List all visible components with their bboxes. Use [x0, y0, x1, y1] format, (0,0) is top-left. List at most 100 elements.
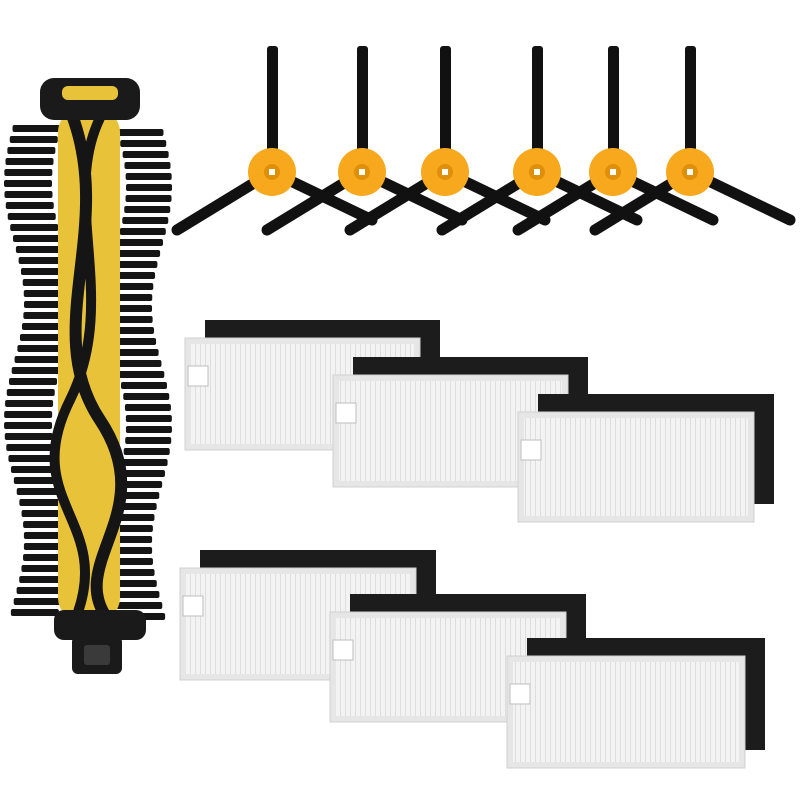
bristle-tuft [19, 334, 68, 341]
bristle-tuft [119, 228, 166, 235]
bristle-tuft [123, 448, 170, 455]
filter-pull-tab [335, 402, 357, 424]
bristle-tuft [4, 422, 53, 429]
side-brush-arm [267, 46, 278, 168]
filters [179, 320, 774, 769]
bristle-tuft [5, 158, 54, 165]
bristle-tuft [10, 609, 59, 616]
bristle-tuft [8, 455, 57, 462]
bristle-tuft [14, 356, 63, 363]
bristle-tuft [13, 477, 62, 484]
side-brush-hub-socket [269, 169, 275, 175]
bristle-tuft [121, 459, 168, 466]
bristle-tuft [13, 235, 62, 242]
filter-pull-tab [332, 639, 354, 661]
bristle-tuft [16, 587, 65, 594]
bristle-tuft [17, 345, 66, 352]
bristle-tuft [111, 261, 158, 268]
filter-pull-tab [187, 365, 209, 387]
bristle-tuft [125, 437, 172, 444]
side-brush-hub-socket [442, 169, 448, 175]
side-brush-arm [608, 46, 619, 168]
side-brushes [171, 46, 796, 236]
bristle-tuft [5, 400, 54, 407]
bristle-tuft [122, 217, 169, 224]
side-brush-arm [685, 46, 696, 168]
bristle-tuft [120, 140, 167, 147]
hepa-filter [506, 638, 765, 769]
bristle-tuft [21, 565, 70, 572]
bristle-tuft [4, 191, 53, 198]
bristle-tuft [4, 180, 53, 187]
filter-pull-tab [520, 439, 542, 461]
bristle-tuft [11, 466, 60, 473]
side-brush [589, 46, 796, 236]
side-brush-hub-socket [359, 169, 365, 175]
bristle-tuft [4, 411, 53, 418]
side-brush-arm [440, 46, 451, 168]
bristle-tuft [118, 371, 165, 378]
filter-pull-tab [509, 683, 531, 705]
side-brush [512, 46, 719, 236]
side-brush-hub-socket [534, 169, 540, 175]
bristle-tuft [125, 195, 172, 202]
bristle-tuft [124, 404, 171, 411]
filter-pleats [513, 662, 739, 762]
bristle-tuft [7, 213, 56, 220]
bristle-tuft [122, 151, 169, 158]
bristle-tuft [117, 129, 164, 136]
bristle-tuft [124, 162, 171, 169]
main-brush-cap-ring-top [62, 86, 118, 100]
bristle-tuft [21, 510, 70, 517]
bristle-tuft [5, 202, 54, 209]
main-brush-end-cap-bottom [54, 610, 146, 640]
bristle-tuft [19, 499, 68, 506]
bristle-tuft [10, 224, 59, 231]
bristle-tuft [7, 147, 56, 154]
bristle-tuft [123, 393, 170, 400]
bristle-tuft [125, 173, 172, 180]
bristle-tuft [21, 323, 70, 330]
bristle-tuft [18, 257, 67, 264]
bristle-tuft [113, 591, 160, 598]
main-brush-core [58, 110, 120, 620]
bristle-tuft [120, 382, 167, 389]
bristle-tuft [125, 415, 172, 422]
side-brush [171, 46, 378, 236]
bristle-tuft [13, 598, 62, 605]
side-brush [344, 46, 551, 236]
bristle-tuft [115, 360, 162, 367]
bristle-tuft [15, 246, 64, 253]
bristle-tuft [6, 444, 55, 451]
side-brush-arm [532, 46, 543, 168]
main-brush-spiral-band-2 [49, 115, 105, 614]
filter-pleats [524, 418, 748, 516]
side-brush-arm [357, 46, 368, 168]
bristle-tuft [4, 169, 53, 176]
bristle-tuft [110, 338, 157, 345]
bristle-tuft [118, 470, 165, 477]
bristle-tuft [19, 576, 68, 583]
bristle-tuft [20, 268, 69, 275]
bristle-tuft [12, 125, 61, 132]
hepa-filter [517, 394, 774, 523]
bristle-tuft [108, 569, 155, 576]
bristle-tuft [11, 367, 60, 374]
bristle-tuft [9, 136, 58, 143]
bristle-tuft [109, 272, 156, 279]
bristle-tuft [9, 378, 58, 385]
bristle-tuft [4, 433, 53, 440]
main-brush-axle-slot [84, 645, 110, 665]
side-brush-hub-socket [610, 169, 616, 175]
bristle-tuft [124, 206, 171, 213]
bristle-tuft [116, 239, 163, 246]
side-brush [436, 46, 643, 236]
side-brush [261, 46, 468, 236]
bristle-tuft [110, 580, 157, 587]
side-brush-hub-socket [687, 169, 693, 175]
bristle-tuft [116, 602, 163, 609]
filter-pull-tab [182, 595, 204, 617]
bristle-tuft [16, 488, 65, 495]
